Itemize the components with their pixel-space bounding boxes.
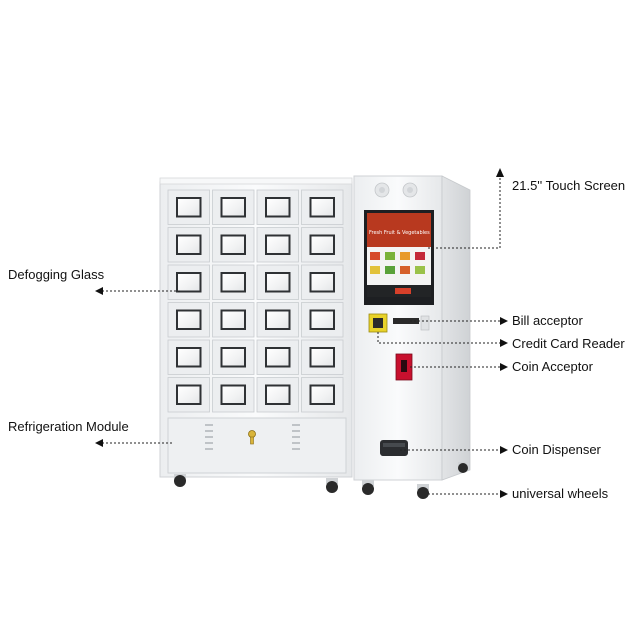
defogging-glass-pane	[267, 199, 289, 216]
defogging-glass-pane	[267, 349, 289, 366]
wheel-icon	[417, 484, 429, 499]
bill-acceptor-label: Bill acceptor	[512, 313, 583, 328]
lock-icon	[248, 430, 256, 445]
defogging-glass-pane	[222, 349, 244, 366]
locker-door[interactable]	[256, 377, 299, 413]
arrowhead-right-icon	[500, 363, 508, 371]
defogging-glass-pane	[311, 236, 333, 253]
coin-acceptor[interactable]	[395, 353, 413, 381]
locker-door[interactable]	[212, 302, 255, 338]
locker-door[interactable]	[167, 339, 210, 375]
wheel-icon	[362, 480, 374, 495]
coin-acceptor-label: Coin Acceptor	[512, 359, 593, 374]
defogging-glass-pane	[222, 199, 244, 216]
arrowhead-right-icon	[500, 446, 508, 454]
left-vent-grille	[205, 424, 213, 450]
defogging-glass-pane	[311, 386, 333, 403]
defogging-glass-pane	[267, 274, 289, 291]
locker-door[interactable]	[167, 227, 210, 263]
right-vent-grille	[292, 424, 300, 450]
wheel-icon	[458, 462, 468, 473]
screen-product-grid	[370, 252, 425, 274]
locker-door[interactable]	[256, 302, 299, 338]
bill-acceptor[interactable]	[393, 315, 430, 331]
universal-wheels-label: universal wheels	[512, 486, 609, 501]
coin-dispenser[interactable]	[380, 440, 408, 456]
locker-door[interactable]	[301, 189, 344, 225]
locker-door[interactable]	[212, 377, 255, 413]
defogging-glass-pane	[222, 236, 244, 253]
universal-wheels	[174, 462, 468, 499]
locker-door[interactable]	[301, 302, 344, 338]
defogging-glass-pane	[178, 386, 200, 403]
credit-card-reader[interactable]	[368, 313, 388, 333]
arrowhead-up-icon	[496, 168, 504, 177]
refrigeration-module-label: Refrigeration Module	[8, 419, 129, 434]
screen-action-button[interactable]	[395, 288, 411, 294]
locker-door[interactable]	[301, 339, 344, 375]
locker-door[interactable]	[167, 302, 210, 338]
touch-screen-label: 21.5'' Touch Screen	[512, 178, 626, 193]
defogging-glass-pane	[311, 311, 333, 328]
locker-door[interactable]	[301, 377, 344, 413]
arrowhead-right-icon	[500, 490, 508, 498]
arrowhead-left-icon	[95, 439, 103, 447]
control-cabinet: Fresh Fruit & Vegetables	[353, 175, 471, 481]
defogging-glass-pane	[267, 236, 289, 253]
credit-card-reader-callout-line	[377, 332, 502, 344]
locker-door[interactable]	[256, 189, 299, 225]
defogging-glass-pane	[222, 311, 244, 328]
arrowhead-left-icon	[95, 287, 103, 295]
locker-door[interactable]	[301, 227, 344, 263]
locker-door[interactable]	[212, 189, 255, 225]
defogging-glass-pane	[311, 349, 333, 366]
refrigeration-module-panel	[167, 417, 347, 474]
defogging-glass-pane	[311, 199, 333, 216]
credit-card-reader-label: Credit Card Reader	[512, 336, 625, 351]
speaker-left-icon	[374, 182, 390, 198]
defogging-glass-pane	[178, 349, 200, 366]
locker-door[interactable]	[212, 227, 255, 263]
coin-dispenser-label: Coin Dispenser	[512, 442, 601, 457]
touch-screen[interactable]: Fresh Fruit & Vegetables	[364, 210, 434, 305]
wheel-icon	[174, 474, 186, 487]
defogging-glass-pane	[222, 386, 244, 403]
locker-door-grid	[167, 189, 344, 413]
screen-banner-text: Fresh Fruit & Vegetables	[369, 230, 430, 236]
defogging-glass-pane	[267, 386, 289, 403]
touch-screen-callout-line	[428, 178, 501, 249]
locker-door[interactable]	[212, 339, 255, 375]
callout-arrowheads	[95, 168, 508, 498]
locker-door[interactable]	[301, 264, 344, 300]
locker-door[interactable]	[256, 264, 299, 300]
defogging-glass-pane	[178, 199, 200, 216]
defogging-glass-pane	[178, 236, 200, 253]
defogging-glass-label: Defogging Glass	[8, 267, 105, 282]
callout-lines	[98, 178, 502, 495]
defogging-glass-pane	[178, 311, 200, 328]
wheel-icon	[326, 478, 338, 493]
defogging-glass-pane	[178, 274, 200, 291]
defogging-glass-pane	[222, 274, 244, 291]
screen-banner	[367, 213, 431, 247]
locker-cabinet	[159, 177, 353, 478]
speaker-right-icon	[402, 182, 418, 198]
locker-door[interactable]	[256, 339, 299, 375]
arrowhead-right-icon	[500, 317, 508, 325]
defogging-glass-pane	[311, 274, 333, 291]
locker-door[interactable]	[167, 189, 210, 225]
locker-door[interactable]	[167, 377, 210, 413]
defogging-glass-pane	[267, 311, 289, 328]
arrowhead-right-icon	[500, 339, 508, 347]
locker-door[interactable]	[212, 264, 255, 300]
locker-door[interactable]	[167, 264, 210, 300]
locker-door[interactable]	[256, 227, 299, 263]
